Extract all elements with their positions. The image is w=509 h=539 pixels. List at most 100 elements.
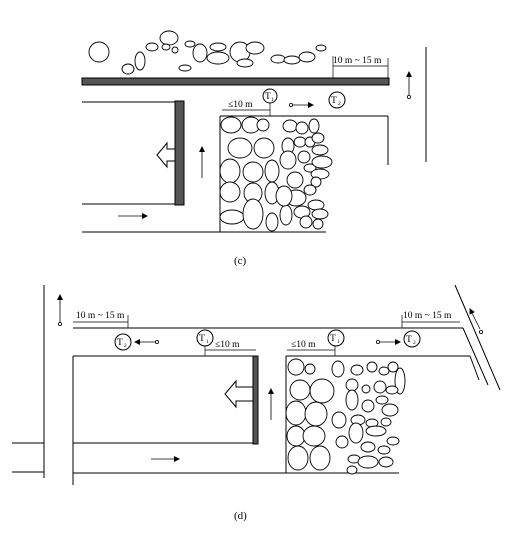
rock bbox=[297, 150, 311, 164]
point-marker bbox=[406, 95, 411, 100]
rock bbox=[283, 55, 301, 65]
diagram-c: 10 m ~ 15 m ≤10 m T 1 T 2 (c) bbox=[81, 30, 427, 267]
sensor-t1-right-label: T bbox=[330, 334, 336, 344]
rock bbox=[264, 159, 280, 183]
rock bbox=[311, 208, 329, 220]
rock bbox=[312, 218, 324, 230]
rock bbox=[361, 399, 375, 413]
rock bbox=[134, 51, 146, 71]
rock bbox=[357, 455, 379, 469]
rock bbox=[220, 116, 242, 134]
rock bbox=[275, 185, 293, 207]
rock bbox=[385, 385, 399, 395]
rock bbox=[381, 403, 399, 417]
rock bbox=[121, 63, 135, 75]
dim-label-long: 10 m ~ 15 m bbox=[333, 56, 382, 66]
sensor-t2-left bbox=[114, 333, 132, 351]
sensor-t1-sub: 1 bbox=[271, 97, 274, 103]
sensor-t1-right-sub: 1 bbox=[337, 339, 340, 345]
rock bbox=[386, 436, 400, 446]
rock bbox=[315, 44, 327, 52]
point-marker bbox=[375, 339, 380, 344]
rock bbox=[309, 445, 331, 471]
goaf-rocks bbox=[219, 116, 333, 232]
rock bbox=[345, 389, 359, 411]
dim-label-short-right: ≤10 m bbox=[291, 340, 316, 350]
rock bbox=[279, 204, 293, 226]
advance-direction-arrow bbox=[224, 379, 254, 409]
top-thick-bar bbox=[81, 77, 390, 86]
point-marker bbox=[58, 321, 63, 326]
point-marker bbox=[478, 329, 483, 334]
sensor-t2-right-label: T bbox=[406, 335, 412, 345]
rock bbox=[219, 209, 245, 225]
rock bbox=[178, 64, 192, 72]
rock bbox=[285, 400, 307, 426]
sensor-t1 bbox=[262, 88, 278, 104]
rock bbox=[303, 184, 317, 196]
airflow-arrow-right bbox=[469, 308, 481, 330]
rock bbox=[365, 425, 387, 437]
sensor-t1-right bbox=[327, 329, 345, 347]
dim-label-long-right: 10 m ~ 15 m bbox=[403, 311, 452, 321]
rock bbox=[242, 198, 264, 230]
rock bbox=[289, 379, 311, 401]
rock bbox=[287, 358, 305, 376]
rock bbox=[378, 366, 390, 376]
rock bbox=[366, 361, 378, 373]
sensor-t1-left-label: T bbox=[199, 334, 205, 344]
rock bbox=[227, 137, 253, 159]
rock bbox=[310, 176, 322, 188]
rock bbox=[286, 425, 306, 447]
rock bbox=[299, 215, 313, 229]
sensor-t2-sub: 2 bbox=[338, 101, 341, 107]
rock bbox=[311, 132, 325, 144]
point-marker bbox=[288, 103, 293, 108]
rock bbox=[270, 54, 286, 64]
rock bbox=[304, 401, 328, 427]
rock bbox=[287, 445, 309, 471]
rock bbox=[387, 361, 399, 373]
rock bbox=[209, 42, 227, 52]
diagram-d: 10 m ~ 15 m 10 m ~ 15 m ≤10 m ≤10 m T 2 … bbox=[12, 284, 501, 522]
right-slanted-line bbox=[462, 327, 489, 386]
rock bbox=[335, 435, 349, 449]
sensor-t2 bbox=[328, 91, 346, 109]
goaf-rocks bbox=[285, 358, 406, 475]
sensor-t2-left-label: T bbox=[117, 338, 123, 348]
point-marker bbox=[154, 339, 159, 344]
rock bbox=[245, 41, 265, 55]
rock bbox=[279, 150, 297, 170]
rock bbox=[361, 384, 371, 394]
sensor-t2-label: T bbox=[331, 96, 337, 106]
rock bbox=[219, 181, 241, 203]
sensor-t2-right bbox=[403, 330, 421, 348]
sensor-t2-left-sub: 2 bbox=[124, 343, 127, 349]
rock bbox=[304, 363, 316, 375]
sensor-t1-left-sub: 1 bbox=[206, 339, 209, 345]
rock bbox=[145, 42, 159, 52]
rock bbox=[161, 43, 171, 51]
rock bbox=[378, 456, 394, 468]
rock bbox=[311, 155, 333, 169]
rock bbox=[345, 378, 359, 392]
dim-label-short: ≤10 m bbox=[228, 100, 253, 110]
dim-label-long-left: 10 m ~ 15 m bbox=[76, 311, 125, 321]
rock bbox=[303, 163, 317, 173]
advance-direction-arrow bbox=[156, 141, 176, 169]
rock bbox=[331, 360, 345, 378]
sensor-t1-left bbox=[196, 329, 214, 347]
rock bbox=[298, 51, 316, 63]
right-slanted-line bbox=[454, 284, 501, 391]
rock bbox=[219, 158, 241, 184]
rock bbox=[282, 119, 298, 133]
rock bbox=[350, 364, 364, 376]
rock bbox=[348, 422, 364, 444]
right-slanted-line bbox=[469, 355, 480, 381]
rock bbox=[295, 121, 309, 135]
caption-c: (c) bbox=[234, 255, 247, 267]
caption-d: (d) bbox=[234, 510, 247, 522]
rock bbox=[380, 417, 392, 427]
